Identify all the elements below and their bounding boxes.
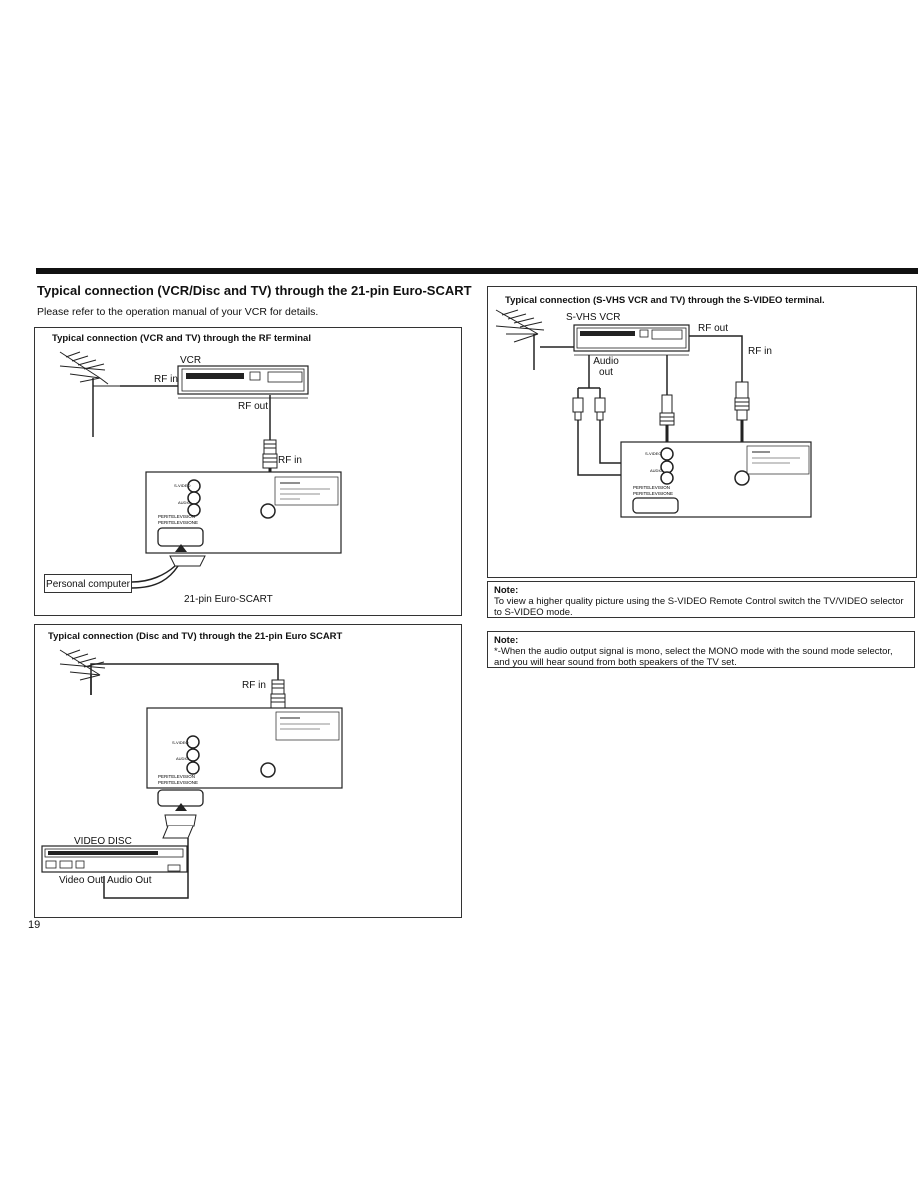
svg-text:PERITELEVISIONE: PERITELEVISIONE	[633, 491, 673, 496]
svhs-audio-out-label: Audio out	[593, 356, 619, 378]
svhs-rf-in-label: RF in	[748, 346, 772, 357]
scart-label: 21-pin Euro-SCART	[184, 594, 273, 605]
svg-text:AUDIO: AUDIO	[178, 500, 191, 505]
rf-out-label: RF out	[238, 401, 269, 412]
panel-disc-title: Typical connection (Disc and TV) through…	[48, 631, 343, 642]
svg-text:S-VIDEO: S-VIDEO	[174, 483, 190, 488]
scart-connector-icon	[162, 814, 197, 870]
disc-rf-in-label: RF in	[242, 680, 266, 691]
top-rule	[36, 268, 918, 274]
svg-text:PERITELEVISION: PERITELEVISION	[158, 774, 195, 779]
page-title: Typical connection (VCR/Disc and TV) thr…	[37, 283, 472, 298]
scart-connector-icon	[131, 555, 206, 589]
svg-text:S-VIDEO: S-VIDEO	[172, 740, 188, 745]
panel-svhs-connection	[487, 286, 917, 578]
svg-text:AUDIO: AUDIO	[176, 756, 189, 761]
note-svideo: Note: To view a higher quality picture u…	[487, 581, 915, 618]
antenna-icon	[59, 351, 120, 437]
rf-plug-icon	[270, 679, 286, 709]
vcr-device-icon	[177, 365, 309, 399]
note-mono: Note: *-When the audio output signal is …	[487, 631, 915, 668]
intro-text: Please refer to the operation manual of …	[37, 306, 319, 318]
video-out-label: Video Out	[59, 875, 104, 886]
rf-in-label: RF in	[154, 374, 178, 385]
tv-rf-in-label: RF in	[278, 455, 302, 466]
svg-text:PERITELEVISIONE: PERITELEVISIONE	[158, 780, 198, 785]
note-svideo-text: To view a higher quality picture using t…	[494, 596, 904, 618]
personal-computer-box: Personal computer	[44, 574, 132, 593]
tv-back-panel-icon: PERITELEVISION PERITELEVISIONE S-VIDEO A…	[145, 471, 342, 554]
antenna-icon	[495, 309, 545, 370]
audio-out-label: Audio Out	[107, 875, 152, 886]
tv-back-panel-icon: PERITELEVISION PERITELEVISIONE S-VIDEO A…	[146, 707, 343, 807]
svhs-vcr-device-icon	[573, 324, 690, 356]
svg-text:AUDIO: AUDIO	[650, 468, 663, 473]
vcr-label: VCR	[180, 355, 202, 366]
panel-rf-title: Typical connection (VCR and TV) through …	[52, 333, 311, 344]
rca-plug-icon	[572, 388, 606, 421]
video-disc-player-icon	[41, 845, 188, 873]
panel-svhs-title: Typical connection (S-VHS VCR and TV) th…	[505, 295, 825, 306]
svg-text:PERITELEVISIONE: PERITELEVISIONE	[158, 520, 198, 525]
note-mono-heading: Note:	[494, 635, 519, 646]
note-svideo-heading: Note:	[494, 585, 519, 596]
note-mono-text: *-When the audio output signal is mono, …	[494, 646, 893, 668]
svg-text:PERITELEVISION: PERITELEVISION	[158, 514, 195, 519]
svideo-plug-icon	[659, 394, 675, 426]
rf-plug-icon	[734, 381, 750, 421]
svg-text:S-VIDEO: S-VIDEO	[645, 451, 661, 456]
tv-back-panel-icon: PERITELEVISION PERITELEVISIONE S-VIDEO A…	[620, 441, 812, 518]
svhs-rf-out-label: RF out	[698, 323, 729, 334]
page-number: 19	[28, 919, 41, 931]
video-disc-label: VIDEO DISC	[74, 836, 132, 847]
svg-text:PERITELEVISION: PERITELEVISION	[633, 485, 670, 490]
svhs-vcr-label: S-VHS VCR	[566, 312, 621, 323]
